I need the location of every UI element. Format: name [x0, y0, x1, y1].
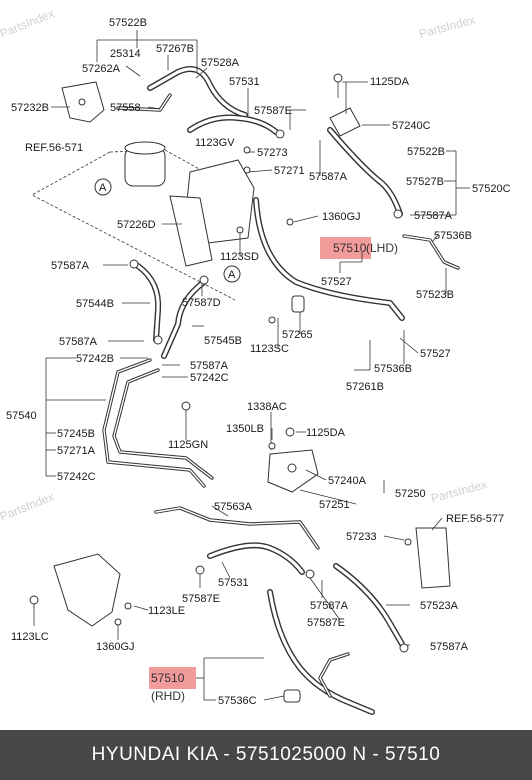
- tube-57563a: [154, 506, 320, 550]
- label-57226d: 57226D: [117, 219, 156, 231]
- label-1360gj-bottom: 1360GJ: [96, 641, 135, 653]
- label-57233: 57233: [346, 531, 377, 543]
- label-57520c: 57520C: [472, 183, 511, 195]
- watermark-top-left: PartsIndex: [0, 6, 56, 40]
- label-57587e-left: 57587E: [182, 593, 220, 605]
- label-57587e-right: 57587E: [307, 617, 345, 629]
- reservoir-cap: [124, 141, 166, 155]
- shield-bracket: [53, 553, 121, 627]
- label-57271: 57271: [274, 165, 305, 177]
- label-57587a-center: 57587A: [190, 360, 229, 372]
- label-57523a: 57523A: [420, 600, 459, 612]
- label-57267b: 57267B: [156, 43, 194, 55]
- label-57563a: 57563A: [214, 501, 253, 513]
- label-57587e-top: 57587E: [254, 105, 292, 117]
- label-57536c: 57536C: [218, 695, 257, 707]
- label-57587a-upper: 57587A: [309, 171, 348, 183]
- label-1125gn: 1125GN: [168, 439, 208, 451]
- label-ref-56-577: REF.56-577: [446, 513, 504, 525]
- label-57523b: 57523B: [416, 289, 454, 301]
- ref-outline-reservoir: [31, 151, 236, 301]
- label-1350lb: 1350LB: [226, 423, 264, 435]
- label-57510-rhd: 57510: [151, 671, 185, 685]
- label-57527b: 57527B: [406, 176, 444, 188]
- label-1123lc: 1123LC: [11, 631, 49, 643]
- highlight-57510-lhd: [320, 237, 371, 259]
- label-57245b: 57245B: [57, 428, 95, 440]
- label-57261b: 57261B: [346, 381, 384, 393]
- label-57242c-upper: 57242C: [190, 372, 229, 384]
- clamp-57536c: [283, 689, 301, 703]
- label-1338ac: 1338AC: [247, 401, 287, 413]
- watermark-top-right: PartsIndex: [418, 13, 477, 41]
- leader-lines: [33, 30, 470, 701]
- bracket-57240c: [329, 107, 361, 137]
- label-57536b-top: 57536B: [434, 230, 472, 242]
- label-1123le: 1123LE: [148, 605, 185, 617]
- label-1125da-mid: 1125DA: [306, 427, 346, 439]
- label-57587d: 57587D: [182, 297, 221, 309]
- label-57527-right: 57527: [420, 348, 451, 360]
- fasteners: [29, 73, 412, 653]
- watermark-mid-right: PartsIndex: [429, 477, 488, 505]
- tube-57540-b: [112, 368, 214, 480]
- label-57522b-right: 57522B: [407, 146, 445, 158]
- label-ref-56-571: REF.56-571: [25, 142, 83, 154]
- watermark-mid-left: PartsIndex: [0, 489, 56, 523]
- marker-a-right: [223, 265, 241, 283]
- label-57271a: 57271A: [57, 445, 96, 457]
- ref-outline-top: [109, 149, 211, 176]
- label-57510-lhd-suffix: (LHD): [366, 241, 398, 255]
- label-57558: 57558: [110, 102, 141, 114]
- label-57251: 57251: [319, 499, 350, 511]
- label-1125da-top: 1125DA: [370, 76, 410, 88]
- bracket-hole: [78, 98, 86, 106]
- label-57531-bottom: 57531: [218, 577, 249, 589]
- label-57510-lhd: 57510: [333, 241, 367, 255]
- label-57527-mid: 57527: [321, 276, 352, 288]
- marker-a-left-text: A: [99, 182, 107, 194]
- footer-part-number: HYUNDAI KIA - 5751025000 N - 57510: [0, 730, 532, 780]
- marker-a-right-text: A: [228, 269, 236, 281]
- label-57545b: 57545B: [204, 335, 242, 347]
- label-1123sc: 1123SC: [250, 343, 289, 355]
- label-57522b-top: 57522B: [109, 17, 147, 29]
- label-57587a-right: 57587A: [414, 210, 453, 222]
- label-57242c-lower: 57242C: [57, 471, 96, 483]
- pump-bracket: [169, 195, 213, 267]
- label-57544b: 57544B: [76, 298, 114, 310]
- clamp-57265: [291, 295, 305, 313]
- label-1360gj-top: 1360GJ: [322, 211, 361, 223]
- label-1123gv: 1123GV: [195, 137, 235, 149]
- label-57250: 57250: [395, 488, 426, 500]
- label-57510-rhd-suffix: (RHD): [151, 689, 185, 703]
- label-57587a-mid: 57587A: [51, 260, 90, 272]
- label-57240c: 57240C: [392, 120, 431, 132]
- label-57536b-bottom: 57536B: [374, 363, 412, 375]
- label-57242b: 57242B: [76, 353, 114, 365]
- bracket-57240a-hole: [287, 463, 297, 473]
- label-57273: 57273: [257, 147, 288, 159]
- label-57587a-left: 57587A: [59, 336, 98, 348]
- label-57265: 57265: [282, 329, 313, 341]
- label-25314: 25314: [110, 48, 141, 60]
- label-57528a: 57528A: [201, 57, 240, 69]
- label-57232b: 57232B: [11, 102, 49, 114]
- parts-diagram: PartsIndex PartsIndex PartsIndex PartsIn…: [0, 6, 511, 715]
- label-57531-top: 57531: [229, 76, 260, 88]
- highlight-57510-rhd: [149, 667, 196, 689]
- bracket-ref-56-577: [415, 527, 451, 589]
- label-57262a: 57262A: [82, 63, 121, 75]
- label-1123sd: 1123SD: [220, 251, 259, 263]
- marker-a-left: [94, 178, 112, 196]
- label-57587a-lower: 57587A: [310, 600, 349, 612]
- label-57587a-bottom: 57587A: [430, 641, 469, 653]
- label-57240a: 57240A: [328, 475, 367, 487]
- label-57540: 57540: [6, 410, 37, 422]
